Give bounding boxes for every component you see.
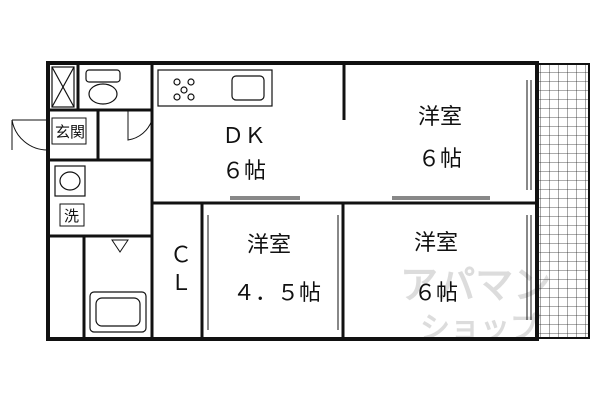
entrance-label: 玄関 <box>55 123 85 141</box>
watermark-line1: アパマン <box>400 263 551 307</box>
doors <box>11 80 532 330</box>
outer-walls <box>46 61 539 341</box>
western-room-2-name: 洋室 <box>247 233 291 258</box>
closet-label-c: Ｃ <box>170 243 192 268</box>
water-heater-icon <box>111 239 129 253</box>
washbasin <box>54 165 86 197</box>
bathtub <box>89 291 147 333</box>
western-room-2-size: ４．５帖 <box>233 281 321 306</box>
dk-name: ＤＫ <box>222 124 266 149</box>
western-room-1-size: ６帖 <box>418 147 462 172</box>
dk-size: ６帖 <box>222 159 266 184</box>
closet-label-l: Ｌ <box>170 271 192 296</box>
toilet <box>51 66 121 108</box>
stove-icon <box>173 78 195 101</box>
kitchen-counter <box>157 69 273 107</box>
balcony <box>536 63 590 339</box>
western-room-3-name: 洋室 <box>414 231 458 256</box>
interior-walls <box>48 63 537 339</box>
western-room-3-size: ６帖 <box>414 281 458 306</box>
washroom-label: 洗 <box>64 207 79 225</box>
watermark: アパマン ショップ <box>400 263 551 346</box>
western-room-1-name: 洋室 <box>418 105 462 130</box>
